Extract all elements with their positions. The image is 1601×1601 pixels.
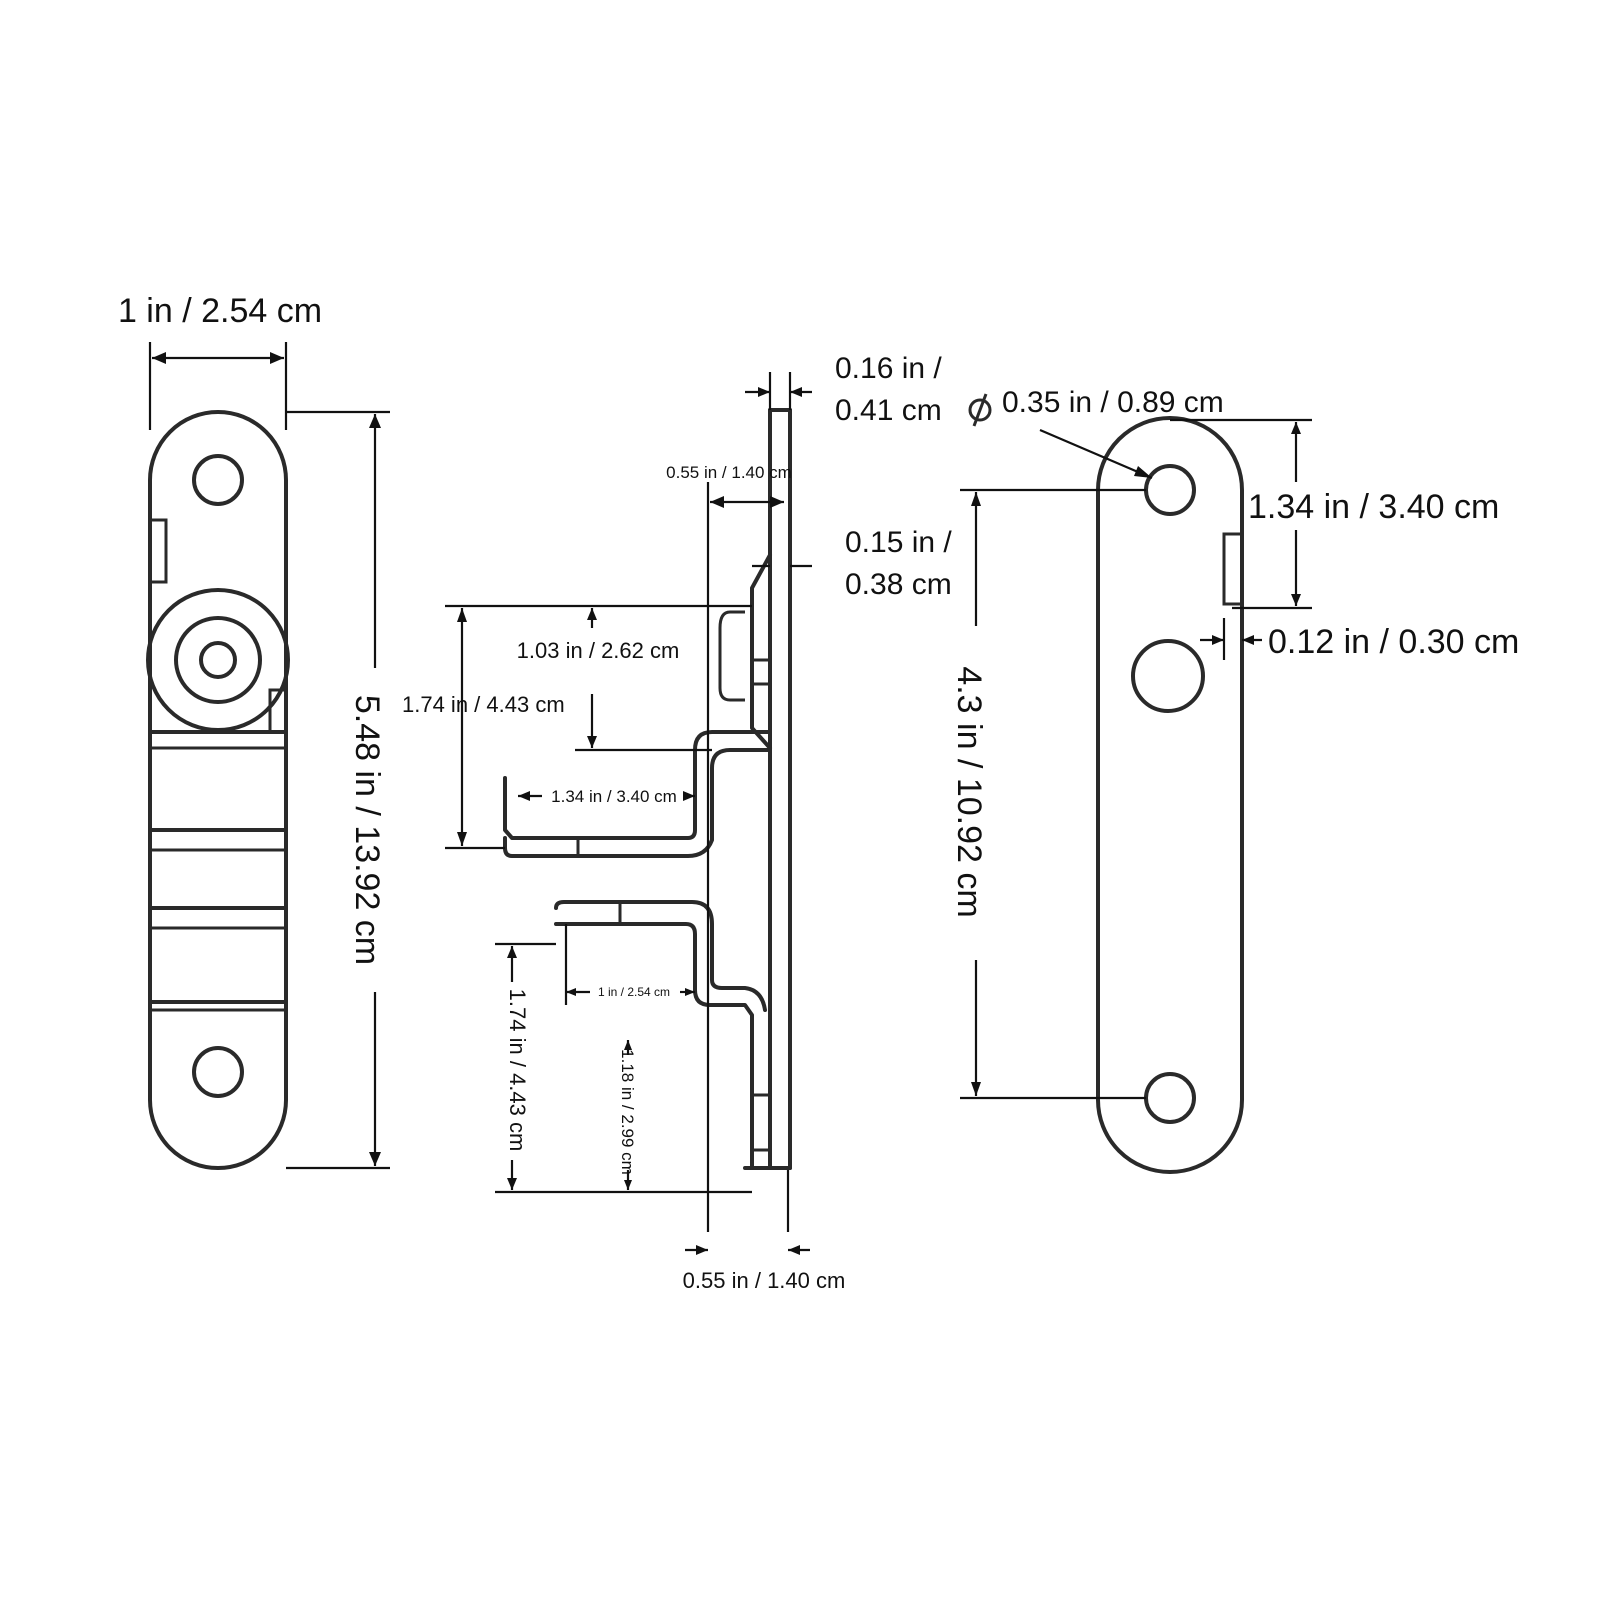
arrowhead xyxy=(790,387,802,397)
left-pivot-ring xyxy=(174,616,262,704)
hole-spacing-label: 4.3 in / 10.92 cm xyxy=(950,666,988,917)
tab-offset-label: 0.12 in / 0.30 cm xyxy=(1268,623,1519,661)
middle-side-view: 0.16 in / 0.41 cm 0.55 in / 1.40 cm 0.15… xyxy=(402,352,952,1293)
left-height-label: 5.48 in / 13.92 cm xyxy=(348,695,386,965)
arrowhead xyxy=(624,1180,632,1190)
arrowhead xyxy=(788,1245,800,1255)
arrowhead xyxy=(1134,466,1152,478)
upper-knob xyxy=(718,610,745,702)
gap-label-2: 0.38 cm xyxy=(845,568,952,601)
left-plate-outline xyxy=(148,410,288,1170)
arrowhead xyxy=(685,988,695,996)
arrowhead xyxy=(369,414,381,428)
upper-leaf xyxy=(503,730,772,840)
right-top-hole xyxy=(1144,464,1196,516)
arrowhead xyxy=(507,1178,517,1190)
thickness-label-2: 0.41 cm xyxy=(835,394,942,427)
arrowhead xyxy=(696,1245,708,1255)
right-plate-outline xyxy=(1096,416,1244,1174)
upper-width-label: 1.34 in / 3.40 cm xyxy=(551,787,677,806)
arrowhead xyxy=(152,352,166,364)
leader-line xyxy=(1039,428,1153,480)
gap-label-1: 0.15 in / xyxy=(845,526,952,559)
lower-width-label: 1 in / 2.54 cm xyxy=(598,985,670,999)
upper-height-label: 1.74 in / 4.43 cm xyxy=(402,692,565,717)
right-side-tab xyxy=(1222,532,1244,606)
lower-leaf xyxy=(554,900,767,1012)
arrowhead xyxy=(457,832,467,846)
lower-height-label: 1.74 in / 4.43 cm xyxy=(505,989,530,1152)
hole-diameter-label: 0.35 in / 0.89 cm xyxy=(1002,386,1224,419)
arrowhead xyxy=(683,791,695,801)
arrowhead xyxy=(770,496,784,508)
arrowhead xyxy=(457,608,467,622)
right-bottom-hole xyxy=(1144,1072,1196,1124)
arrowhead xyxy=(624,1040,632,1050)
right-back-view: 0.35 in / 0.89 cm 1.34 in / 3.40 cm 0.12… xyxy=(950,386,1519,1174)
left-front-view: 1 in / 2.54 cm 5.48 in / 13.92 cm xyxy=(118,292,390,1170)
arrowhead xyxy=(758,387,770,397)
arrowhead xyxy=(1242,635,1254,645)
upper-leaf-inner xyxy=(503,748,772,858)
offset-top-label: 0.55 in / 1.40 cm xyxy=(666,463,792,482)
arrowhead xyxy=(566,988,576,996)
left-width-label: 1 in / 2.54 cm xyxy=(118,292,322,330)
lower-leaf-inner xyxy=(554,922,754,1170)
left-pivot-hole xyxy=(199,641,237,679)
upper-depth-label: 1.03 in / 2.62 cm xyxy=(517,638,680,663)
arrowhead xyxy=(587,608,597,620)
arrowhead xyxy=(270,352,284,364)
offset-bottom-label: 0.55 in / 1.40 cm xyxy=(683,1268,846,1293)
hole-to-tab-label: 1.34 in / 3.40 cm xyxy=(1248,488,1499,526)
diameter-icon xyxy=(968,393,992,427)
upper-knuckle-slot xyxy=(750,658,772,686)
left-side-tab xyxy=(148,518,168,584)
arrowhead xyxy=(971,1082,981,1096)
left-top-hole xyxy=(192,454,244,506)
arrowhead xyxy=(1212,635,1224,645)
arrowhead xyxy=(369,1152,381,1166)
arrowhead xyxy=(507,946,517,958)
upper-knuckle xyxy=(750,553,772,750)
lower-depth-label: 1.18 in / 2.99 cm xyxy=(618,1049,637,1175)
arrowhead xyxy=(971,492,981,506)
right-center-hole xyxy=(1131,639,1205,713)
arrowhead xyxy=(710,496,724,508)
arrowhead xyxy=(1291,422,1301,434)
left-pivot-outer xyxy=(146,588,290,732)
arrowhead xyxy=(518,791,530,801)
arrowhead xyxy=(1291,594,1301,606)
thickness-label-1: 0.16 in / xyxy=(835,352,942,385)
arrowhead xyxy=(587,736,597,748)
left-bottom-hole xyxy=(192,1046,244,1098)
